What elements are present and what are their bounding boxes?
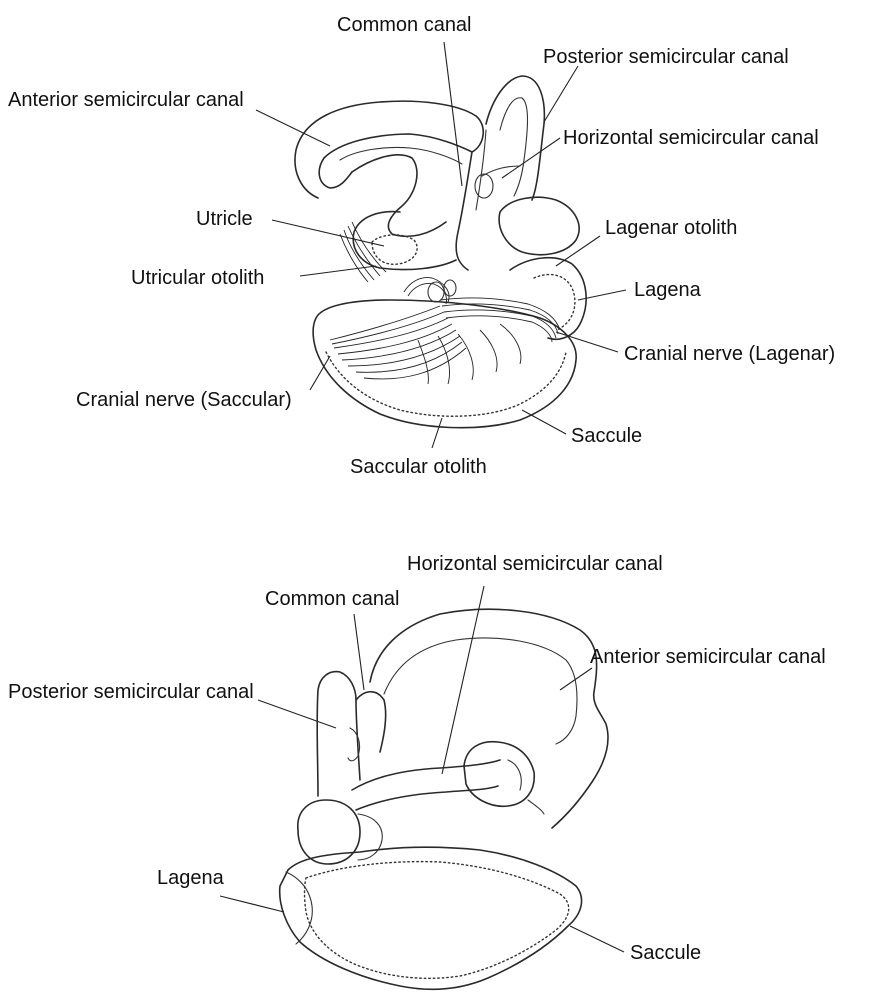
top-label-common-canal: Common canal	[337, 14, 472, 36]
top-posterior-canal-inner	[500, 98, 528, 196]
top-label-lagena: Lagena	[634, 279, 702, 301]
bottom-figure	[280, 609, 608, 989]
top-cranial-nerve-drawing	[330, 222, 560, 384]
top-label-saccular-otolith: Saccular otolith	[350, 456, 487, 478]
bottom-left-ampulla-ring	[358, 814, 382, 860]
bottom-label-horizontal-canal: Horizontal semicircular canal	[407, 553, 663, 575]
top-label-utricular-otolith: Utricular otolith	[131, 267, 264, 289]
top-posterior-canal-drawing	[486, 76, 544, 200]
bottom-common-canal-drawing	[356, 692, 386, 752]
top-label-cranial-nerve-saccular: Cranial nerve (Saccular)	[76, 389, 292, 411]
top-utricular-otolith-drawing	[372, 235, 417, 264]
top-saccular-otolith-drawing	[326, 352, 566, 416]
top-common-canal-drawing	[456, 152, 472, 270]
bottom-right-ampulla-drawing	[464, 742, 534, 807]
bottom-label-common-canal: Common canal	[265, 588, 400, 610]
top-anterior-canal-drawing	[295, 101, 483, 198]
top-saccule-drawing	[313, 300, 576, 428]
top-common-canal-ampulla	[475, 174, 493, 198]
bottom-label-lagena: Lagena	[157, 867, 225, 889]
top-labels: Common canal Posterior semicircular cana…	[8, 14, 835, 478]
bottom-labels: Horizontal semicircular canal Common can…	[8, 553, 826, 964]
top-label-utricle: Utricle	[196, 208, 253, 230]
top-anterior-canal-inner	[340, 148, 462, 165]
top-label-horizontal-canal: Horizontal semicircular canal	[563, 127, 819, 149]
top-label-posterior-canal: Posterior semicircular canal	[543, 46, 789, 68]
bottom-saccule-drawing	[280, 847, 582, 989]
bottom-label-saccule: Saccule	[630, 942, 701, 964]
bottom-posterior-canal-drawing	[317, 672, 360, 796]
top-utricle-drawing	[352, 155, 446, 237]
bottom-right-ampulla-inner	[508, 760, 521, 790]
top-horizontal-ampulla-drawing	[499, 197, 579, 254]
top-label-lagenar-otolith: Lagenar otolith	[605, 217, 737, 239]
bottom-label-posterior-canal: Posterior semicircular canal	[8, 681, 254, 703]
top-label-anterior-canal: Anterior semicircular canal	[8, 89, 244, 111]
bottom-saccule-inner	[305, 862, 569, 979]
top-lagenar-otolith-drawing	[534, 275, 575, 330]
top-figure	[295, 76, 586, 428]
bottom-label-anterior-canal: Anterior semicircular canal	[590, 646, 826, 668]
bottom-anterior-canal-drawing	[370, 609, 608, 828]
bottom-horizontal-canal-drawing	[352, 760, 500, 790]
bottom-anterior-canal-inner	[384, 638, 577, 744]
top-label-cranial-nerve-lagenar: Cranial nerve (Lagenar)	[624, 343, 835, 365]
bottom-right-ampulla-tip	[528, 800, 544, 814]
top-label-saccule: Saccule	[571, 425, 642, 447]
bottom-lagena-drawing	[286, 872, 312, 944]
